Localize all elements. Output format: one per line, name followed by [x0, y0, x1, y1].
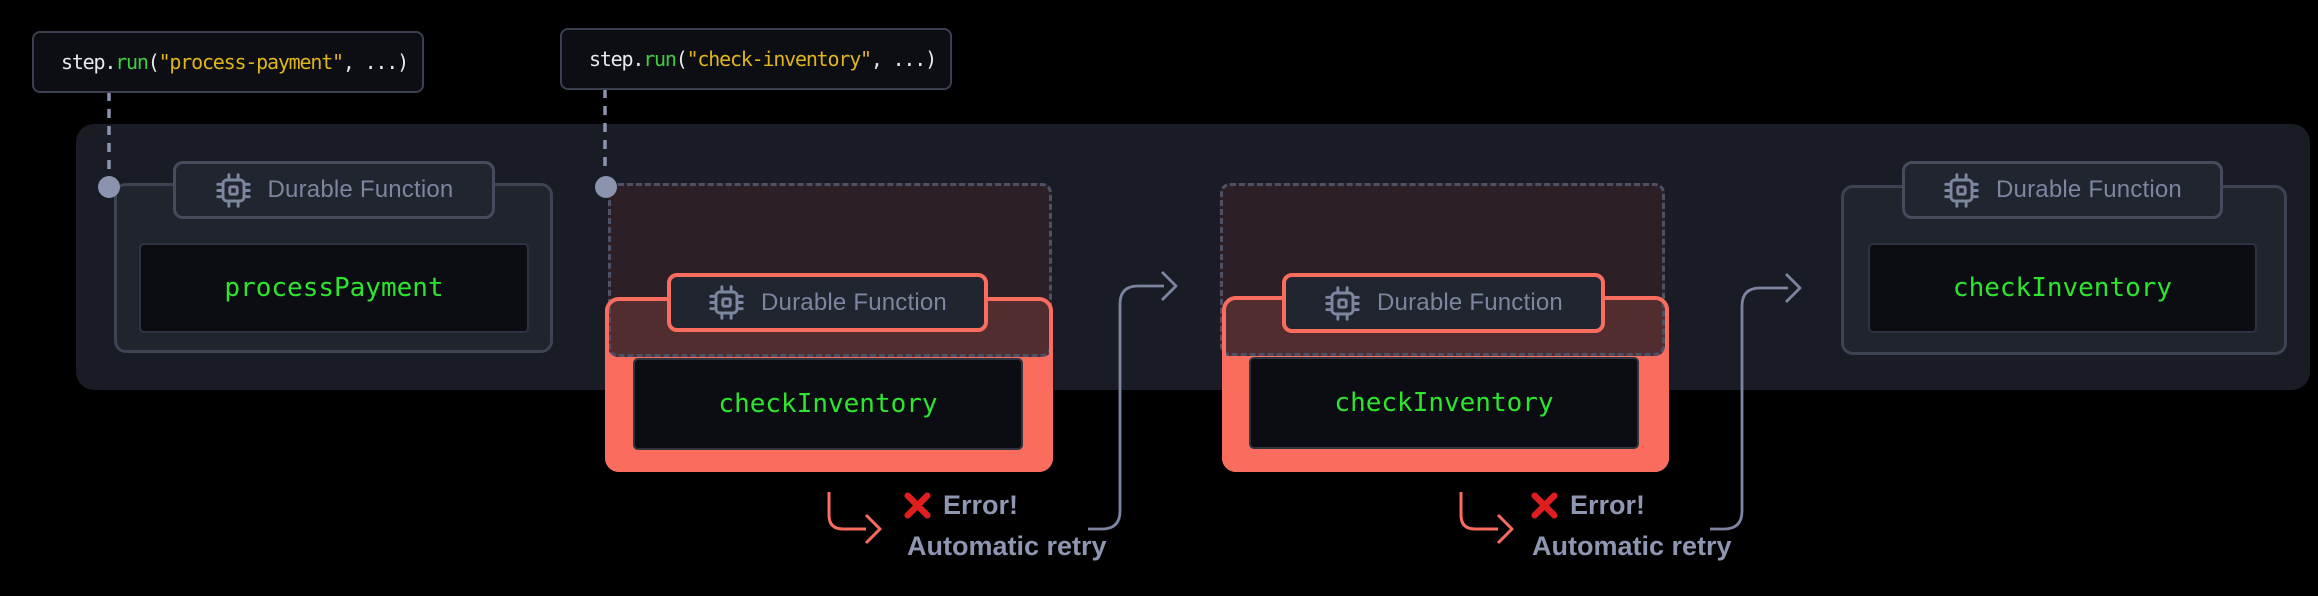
code-method: run [643, 47, 677, 71]
error-annotation-3: Error! [1530, 487, 1645, 523]
error-annotation-2: Error! [903, 487, 1018, 523]
code-paren: ( [675, 47, 688, 71]
code-object: step [61, 50, 106, 74]
durable-function-badge-2: Durable Function [667, 273, 988, 332]
retry-label: Automatic retry [907, 531, 1107, 561]
function-name-box-3: checkInventory [1249, 357, 1639, 449]
code-paren: ( [147, 50, 160, 74]
durable-function-badge-1: Durable Function [173, 161, 495, 219]
code-dot: . [104, 50, 116, 74]
error-label: Error! [1570, 489, 1646, 520]
cpu-chip-icon [1325, 285, 1360, 321]
function-name: checkInventory [1334, 388, 1554, 418]
function-name-box-2: checkInventory [633, 358, 1023, 450]
badge-label: Durable Function [761, 288, 947, 316]
badge-label: Durable Function [1377, 289, 1563, 316]
function-name: checkInventory [718, 389, 938, 419]
error-label: Error! [943, 489, 1019, 520]
badge-label: Durable Function [267, 176, 454, 203]
code-step-id: "check-inventory" [686, 47, 873, 71]
error-arrowhead-3 [1496, 513, 1514, 545]
code-rest: , ...) [342, 50, 409, 74]
code-dot: . [632, 47, 644, 71]
function-name-box-1: processPayment [139, 243, 529, 333]
retry-annotation-2: Automatic retry [907, 531, 1107, 562]
code-snippet-process-payment: step.run("process-payment", ...) [32, 31, 424, 93]
error-arrowhead-2 [864, 513, 882, 545]
function-name: checkInventory [1952, 273, 2173, 303]
code-method: run [115, 50, 149, 74]
code-step-id: "process-payment" [158, 50, 345, 74]
function-name-box-4: checkInventory [1868, 243, 2257, 333]
code-snippet-check-inventory: step.run("check-inventory", ...) [560, 28, 952, 90]
error-arrow-3 [1459, 492, 1498, 531]
code-object: step [589, 47, 634, 71]
code-rest: , ...) [870, 47, 937, 71]
retry-label: Automatic retry [1532, 531, 1732, 561]
badge-label: Durable Function [1996, 176, 2182, 203]
red-x-mark-icon [1531, 491, 1558, 519]
cpu-chip-icon [709, 285, 744, 320]
cpu-chip-icon [1944, 172, 1979, 208]
durable-function-badge-4: Durable Function [1902, 161, 2223, 219]
retry-annotation-3: Automatic retry [1532, 531, 1732, 562]
error-arrow-2 [827, 492, 866, 531]
cpu-chip-icon [215, 172, 251, 208]
durable-function-badge-3: Durable Function [1282, 273, 1605, 333]
red-x-mark-icon [904, 491, 931, 519]
function-name: processPayment [224, 273, 444, 303]
